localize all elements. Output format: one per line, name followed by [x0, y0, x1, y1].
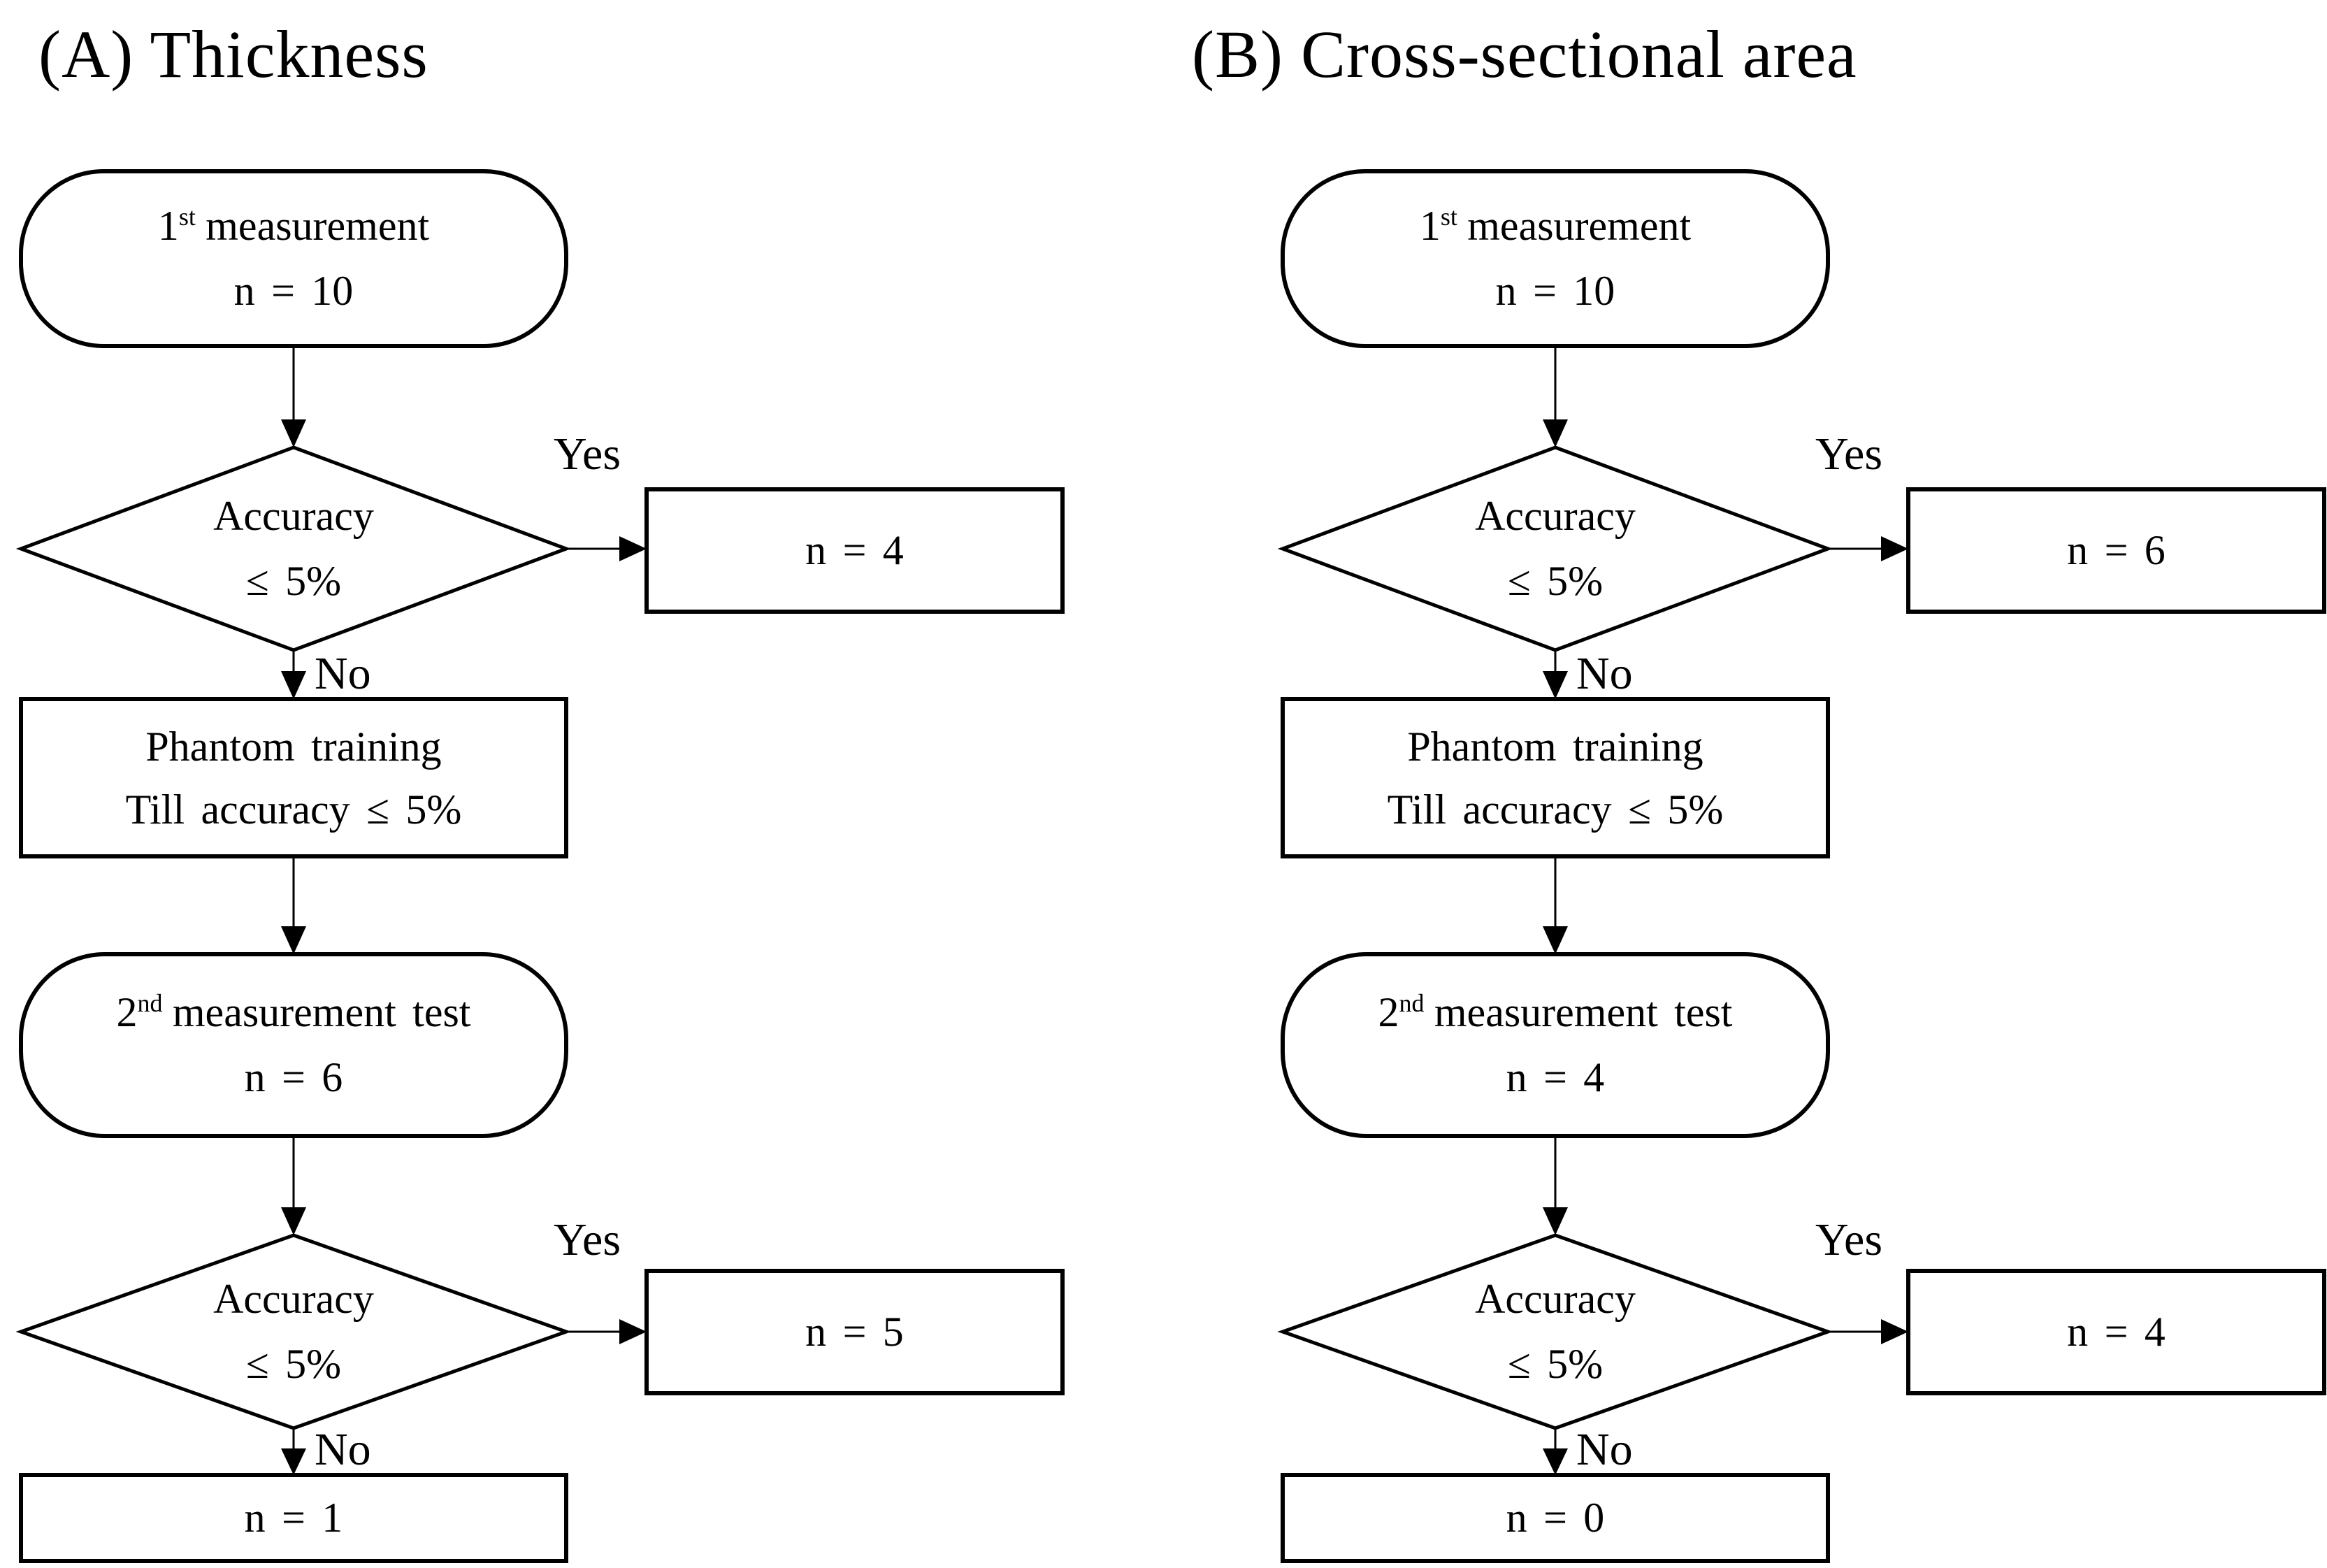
yes-label-2: Yes [553, 1214, 621, 1265]
decision2-text: Accuracy ≤ 5% [1283, 1235, 1828, 1428]
start-line2: n = 10 [1495, 268, 1615, 314]
no-label-2: No [315, 1424, 371, 1475]
decision2-line1: Accuracy [213, 1276, 374, 1322]
flowchart-title: (A) Thickness [38, 17, 428, 92]
decision1-line2: ≤ 5% [245, 558, 342, 604]
decision1-line1: Accuracy [213, 493, 374, 539]
decision1-text: Accuracy ≤ 5% [1283, 447, 1828, 650]
retest-node-text: 2nd measurement test n = 4 [1283, 954, 1828, 1136]
decision1-line2: ≤ 5% [1507, 558, 1604, 604]
start-line1: 1st measurement [158, 194, 429, 259]
yes-outcome-2-value: n = 5 [805, 1309, 904, 1355]
decision2-line1: Accuracy [1475, 1276, 1636, 1322]
yes-label-2: Yes [1815, 1214, 1883, 1265]
start-line1-rest: measurement [1467, 203, 1692, 249]
no-outcome-2-text: n = 1 [21, 1475, 566, 1561]
retest-line1-rest: measurement test [1434, 989, 1733, 1035]
yes-outcome-2-value: n = 4 [2067, 1309, 2166, 1355]
retest-line1: 2nd measurement test [1378, 980, 1733, 1045]
yes-label-1: Yes [1815, 429, 1883, 480]
decision2-text: Accuracy ≤ 5% [21, 1235, 566, 1428]
start-node-text: 1st measurement n = 10 [21, 171, 566, 346]
flowchart-cross-sectional-area: (B) Cross-sectional area 1st measurement … [1192, 0, 2327, 1568]
retest-node-text: 2nd measurement test n = 6 [21, 954, 566, 1136]
flowchart-title: (B) Cross-sectional area [1192, 17, 1857, 92]
ordinal-suffix: st [1440, 203, 1457, 231]
ordinal-base: 1 [157, 203, 179, 249]
process-line1: Phantom training [145, 723, 442, 770]
ordinal-base: 2 [1378, 989, 1399, 1035]
process-node-text: Phantom training Till accuracy ≤ 5% [1283, 699, 1828, 856]
decision1-text: Accuracy ≤ 5% [21, 447, 566, 650]
yes-outcome-1-value: n = 4 [805, 527, 904, 573]
yes-outcome-2-text: n = 5 [647, 1271, 1062, 1393]
process-line2: Till accuracy ≤ 5% [1387, 786, 1724, 833]
flowchart-thickness: (A) Thickness 1st measurement n = 10 Accu… [0, 0, 1139, 1568]
ordinal-suffix: nd [1399, 989, 1425, 1017]
yes-outcome-1-text: n = 4 [647, 489, 1062, 612]
start-node-text: 1st measurement n = 10 [1283, 171, 1828, 346]
retest-line1-rest: measurement test [172, 989, 471, 1035]
no-outcome-2-value: n = 1 [244, 1495, 343, 1541]
start-line2: n = 10 [233, 268, 354, 314]
process-line1: Phantom training [1407, 723, 1703, 770]
no-outcome-2-text: n = 0 [1283, 1475, 1828, 1561]
yes-outcome-2-text: n = 4 [1908, 1271, 2324, 1393]
no-outcome-2-value: n = 0 [1506, 1495, 1605, 1541]
retest-line2: n = 4 [1506, 1054, 1605, 1100]
no-label-1: No [315, 648, 371, 699]
retest-line2: n = 6 [244, 1054, 343, 1100]
start-line1: 1st measurement [1420, 194, 1691, 259]
ordinal-suffix: nd [137, 989, 163, 1017]
yes-label-1: Yes [553, 429, 621, 480]
ordinal-suffix: st [178, 203, 196, 231]
ordinal-base: 2 [116, 989, 138, 1035]
yes-outcome-1-value: n = 6 [2067, 527, 2166, 573]
process-line2: Till accuracy ≤ 5% [125, 786, 462, 833]
ordinal-base: 1 [1419, 203, 1441, 249]
retest-line1: 2nd measurement test [117, 980, 471, 1045]
decision2-line2: ≤ 5% [1507, 1341, 1604, 1387]
decision1-line1: Accuracy [1475, 493, 1636, 539]
no-label-2: No [1576, 1424, 1633, 1475]
decision2-line2: ≤ 5% [245, 1341, 342, 1387]
no-label-1: No [1576, 648, 1633, 699]
yes-outcome-1-text: n = 6 [1908, 489, 2324, 612]
start-line1-rest: measurement [206, 203, 430, 249]
process-node-text: Phantom training Till accuracy ≤ 5% [21, 699, 566, 856]
